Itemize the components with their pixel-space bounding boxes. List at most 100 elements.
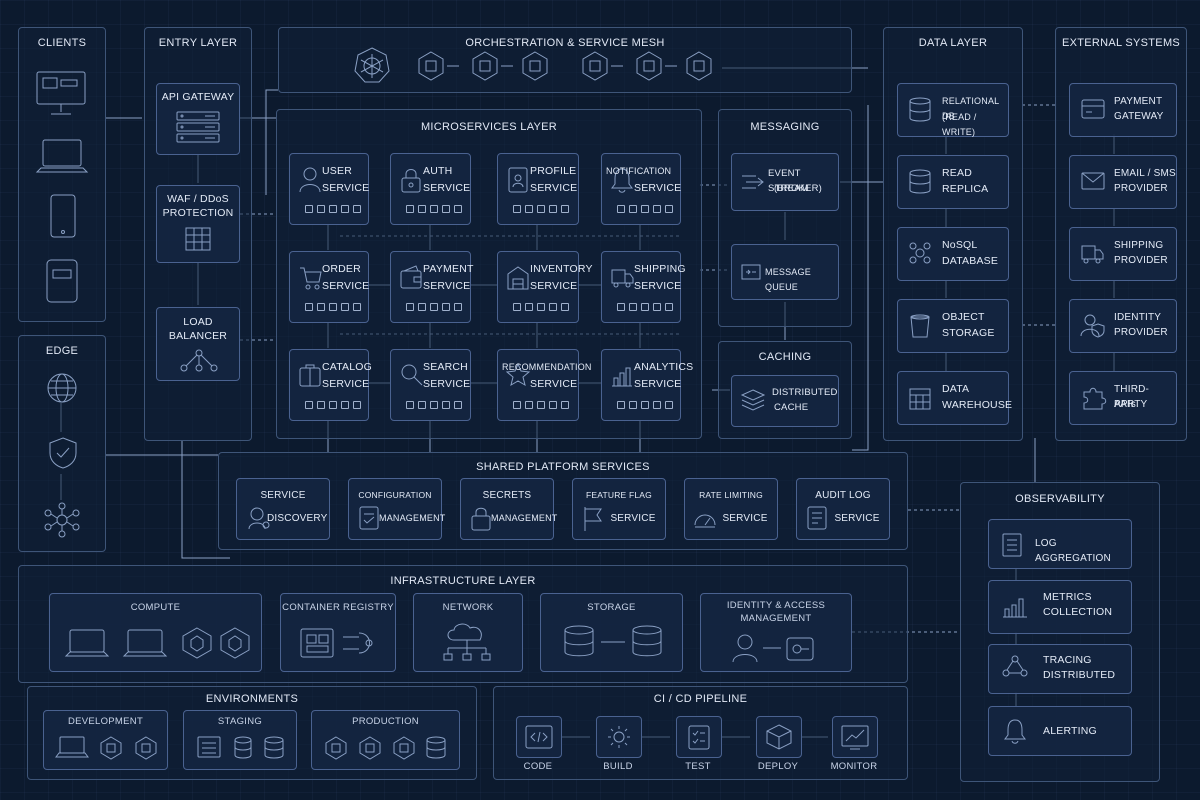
message-queue-card[interactable]: MESSAGE QUEUE: [731, 244, 839, 300]
status-dots: [305, 205, 361, 213]
cicd-step-label: CODE: [523, 761, 553, 772]
alerting-card[interactable]: ALERTING: [988, 706, 1132, 756]
service-name: AUTH: [423, 165, 453, 177]
service-sublabel: SERVICE: [634, 182, 682, 194]
network-label: NETWORK: [442, 602, 494, 613]
build-step[interactable]: [596, 716, 642, 758]
api-gateway-card[interactable]: API GATEWAY: [156, 83, 240, 155]
shared-item-sublabel: SERVICE: [610, 513, 656, 524]
service-name: NOTIFICATION: [606, 166, 672, 176]
distributed-cache-label-1: DISTRIBUTED: [772, 387, 838, 398]
deploy-step[interactable]: [756, 716, 802, 758]
shared-item-sublabel: SERVICE: [722, 513, 768, 524]
external-item-sublabel: PROVIDER: [1114, 183, 1168, 194]
cicd-step-label: TEST: [685, 761, 711, 772]
service-card[interactable]: NOTIFICATION SERVICE: [601, 153, 681, 225]
distributed-cache-card[interactable]: DISTRIBUTED CACHE: [731, 375, 839, 427]
bar-chart-icon: [1003, 598, 1027, 618]
metrics-collection-card[interactable]: METRICS COLLECTION: [988, 580, 1132, 634]
load-balancer-card[interactable]: LOAD BALANCER: [156, 307, 240, 381]
globe-icon: [47, 373, 77, 403]
service-sublabel: SERVICE: [423, 378, 471, 390]
waf-ddos-card[interactable]: WAF / DDoS PROTECTION: [156, 185, 240, 263]
shared-item-label: SECRETS: [482, 490, 532, 501]
data-item-label: READ: [942, 167, 972, 179]
configuration-management-card[interactable]: CONFIGURATION MANAGEMENT: [348, 478, 446, 540]
cicd-step-label: MONITOR: [830, 761, 878, 772]
staging-env-card[interactable]: STAGING: [183, 710, 297, 770]
service-sublabel: SERVICE: [423, 182, 471, 194]
lock-icon: [401, 169, 421, 193]
log-aggregation-card[interactable]: LOG AGGREGATION: [988, 519, 1132, 569]
gauge-icon: [694, 514, 716, 528]
event-stream-card[interactable]: EVENT STREAM (BROKER): [731, 153, 839, 211]
identity-access-card[interactable]: IDENTITY & ACCESS MANAGEMENT: [700, 593, 852, 672]
service-name: PAYMENT: [423, 263, 474, 275]
shared-item-label: CONFIGURATION: [358, 490, 432, 500]
distributed-tracing-card[interactable]: TRACING DISTRIBUTED: [988, 644, 1132, 694]
compute-card[interactable]: COMPUTE: [49, 593, 262, 672]
kubernetes-wheel-icon: [354, 47, 390, 83]
message-queue-label: MESSAGE QUEUE: [765, 267, 811, 292]
service-sublabel: SERVICE: [322, 182, 370, 194]
shared-item-sublabel: MANAGEMENT: [379, 513, 446, 523]
external-item-sublabel: PROVIDER: [1114, 255, 1168, 266]
puzzle-icon: [1083, 387, 1107, 410]
identity-icon: [1080, 314, 1105, 338]
microservices-title: MICROSERVICES LAYER: [420, 121, 558, 133]
tracing-label-2: DISTRIBUTED: [1043, 669, 1116, 681]
production-label: PRODUCTION: [352, 716, 419, 727]
discovery-icon: [248, 507, 270, 530]
registry-icon: [300, 628, 373, 658]
nosql-nodes-icon: [909, 242, 931, 264]
network-card[interactable]: NETWORK: [413, 593, 523, 672]
status-dots: [406, 205, 462, 213]
external-item-label: PAYMENT: [1114, 96, 1163, 107]
shared-item-label: FEATURE FLAG: [585, 490, 652, 500]
log-aggregation-label: LOG AGGREGATION: [1035, 538, 1111, 564]
load-balancer-label-2: BALANCER: [168, 330, 228, 342]
relational-db-card[interactable]: RELATIONAL DB(READ / WRITE): [897, 83, 1009, 137]
bell-icon: [1004, 719, 1026, 744]
development-env-card[interactable]: DEVELOPMENT: [43, 710, 168, 770]
compute-label: COMPUTE: [130, 602, 181, 613]
shared-item-label: AUDIT LOG: [815, 490, 871, 501]
monitor-step[interactable]: [832, 716, 878, 758]
test-step[interactable]: [676, 716, 722, 758]
status-dots: [617, 401, 673, 409]
observability-title: OBSERVABILITY: [1015, 493, 1105, 505]
container-registry-card[interactable]: CONTAINER REGISTRY: [280, 593, 396, 672]
edge-title: EDGE: [45, 345, 79, 357]
service-card[interactable]: AUTH SERVICE: [390, 153, 471, 225]
storage-card[interactable]: STORAGE: [540, 593, 683, 672]
data-item-label: DATA: [942, 383, 970, 395]
feature-flag-card[interactable]: FEATURE FLAG SERVICE: [572, 478, 666, 540]
wallet-icon: [400, 265, 422, 289]
code-step[interactable]: [516, 716, 562, 758]
alerting-label: ALERTING: [1043, 725, 1097, 737]
production-env-card[interactable]: PRODUCTION: [311, 710, 460, 770]
